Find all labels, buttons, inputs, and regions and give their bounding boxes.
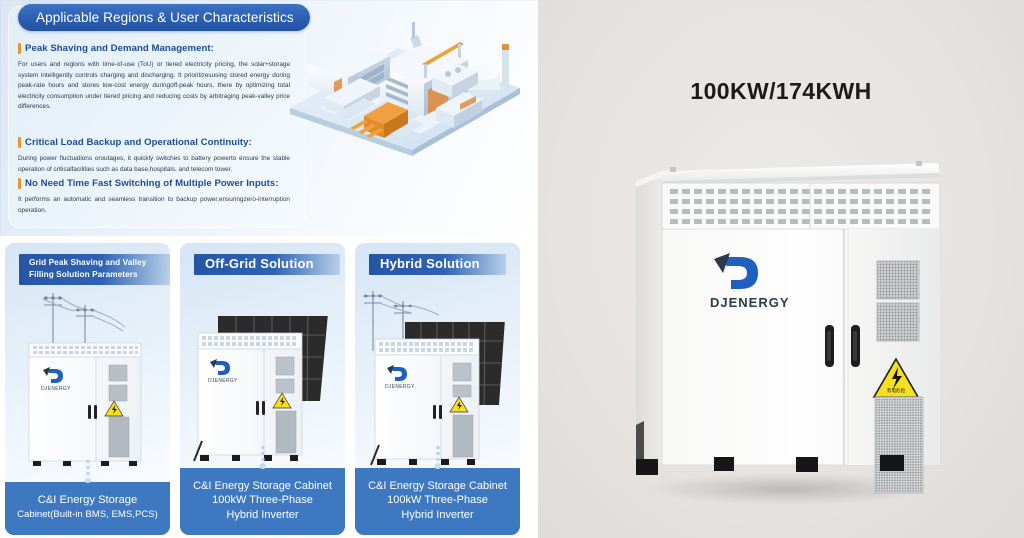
energy-storage-cabinet-photo: DJENERGY 有电危险 [618, 125, 958, 515]
connector-line [261, 445, 264, 468]
connector-line [436, 445, 439, 468]
section-body: It performs an automatic and seamless tr… [18, 196, 290, 214]
card-footer-line-1: C&I Energy Storage Cabinet [193, 479, 332, 492]
svg-text:DJENERGY: DJENERGY [208, 378, 238, 384]
card-footer-line-1: C&I Energy Storage Cabinet [368, 479, 507, 492]
product-title: 100KW/174KWH [690, 78, 872, 104]
hero-text-card [8, 6, 306, 228]
card-footer-line-3: Hybrid Inverter [226, 508, 299, 521]
page-title: Applicable Regions & User Characteristic… [18, 4, 310, 31]
section-body: For users and regions with time-of-use (… [18, 61, 290, 111]
svg-text:DJENERGY: DJENERGY [710, 295, 790, 310]
card-stage: Hybrid Solution [355, 243, 520, 468]
feature-section-peak-shaving: Peak Shaving and Demand Management: For … [18, 42, 290, 113]
card-footer: C&I Energy Storage Cabinet(Built-in BMS,… [5, 460, 170, 535]
section-heading: No Need Time Fast Switching of Multiple … [18, 177, 290, 190]
svg-text:DJENERGY: DJENERGY [41, 386, 71, 392]
svg-text:DJENERGY: DJENERGY [385, 384, 415, 390]
left-panel: Applicable Regions & User Characteristic… [0, 0, 538, 538]
card-stage: Grid Peak Shaving and Valley Filling Sol… [5, 243, 170, 482]
solution-card-off-grid[interactable]: Off-Grid Solution [180, 243, 345, 535]
isometric-industrial-park-illustration [272, 4, 538, 156]
section-heading: Critical Load Backup and Operational Con… [18, 136, 290, 149]
cabinet-with-solar-panel-illustration: DJENERGY [180, 265, 345, 495]
card-banner-title: Off-Grid Solution [194, 254, 340, 275]
card-footer-line-1: C&I Energy Storage [37, 494, 138, 506]
card-footer-line-2: 100kW Three-Phase [387, 494, 488, 506]
section-body: During power fluctuations oroutages, it … [18, 155, 290, 173]
card-footer-line-2: Cabinet(Built-in BMS, EMS,PCS) [17, 508, 158, 520]
solution-cards-row: Grid Peak Shaving and Valley Filling Sol… [0, 243, 538, 538]
feature-section-fast-switching: No Need Time Fast Switching of Multiple … [18, 177, 290, 216]
card-footer-line-3: Hybrid Inverter [401, 508, 474, 521]
cabinet-with-solar-and-poles-illustration: DJENERGY [355, 265, 520, 495]
solution-card-hybrid[interactable]: Hybrid Solution [355, 243, 520, 535]
section-heading: Peak Shaving and Demand Management: [18, 42, 290, 55]
card-stage: Off-Grid Solution [180, 243, 345, 468]
right-panel: 100KW/174KWH [538, 0, 1024, 538]
card-banner-title: Hybrid Solution [369, 254, 506, 275]
solution-card-grid-peak-shaving[interactable]: Grid Peak Shaving and Valley Filling Sol… [5, 243, 170, 535]
card-footer: C&I Energy Storage Cabinet 100kW Three-P… [355, 445, 520, 535]
cabinet-with-power-poles-illustration: DJENERGY [5, 265, 170, 495]
svg-text:有电危险: 有电危险 [887, 387, 906, 394]
card-banner-title: Grid Peak Shaving and Valley Filling Sol… [19, 254, 170, 285]
card-footer-line-2: 100kW Three-Phase [212, 494, 313, 506]
card-footer: C&I Energy Storage Cabinet 100kW Three-P… [180, 445, 345, 535]
connector-line [86, 460, 89, 482]
feature-section-critical-load: Critical Load Backup and Operational Con… [18, 136, 290, 175]
